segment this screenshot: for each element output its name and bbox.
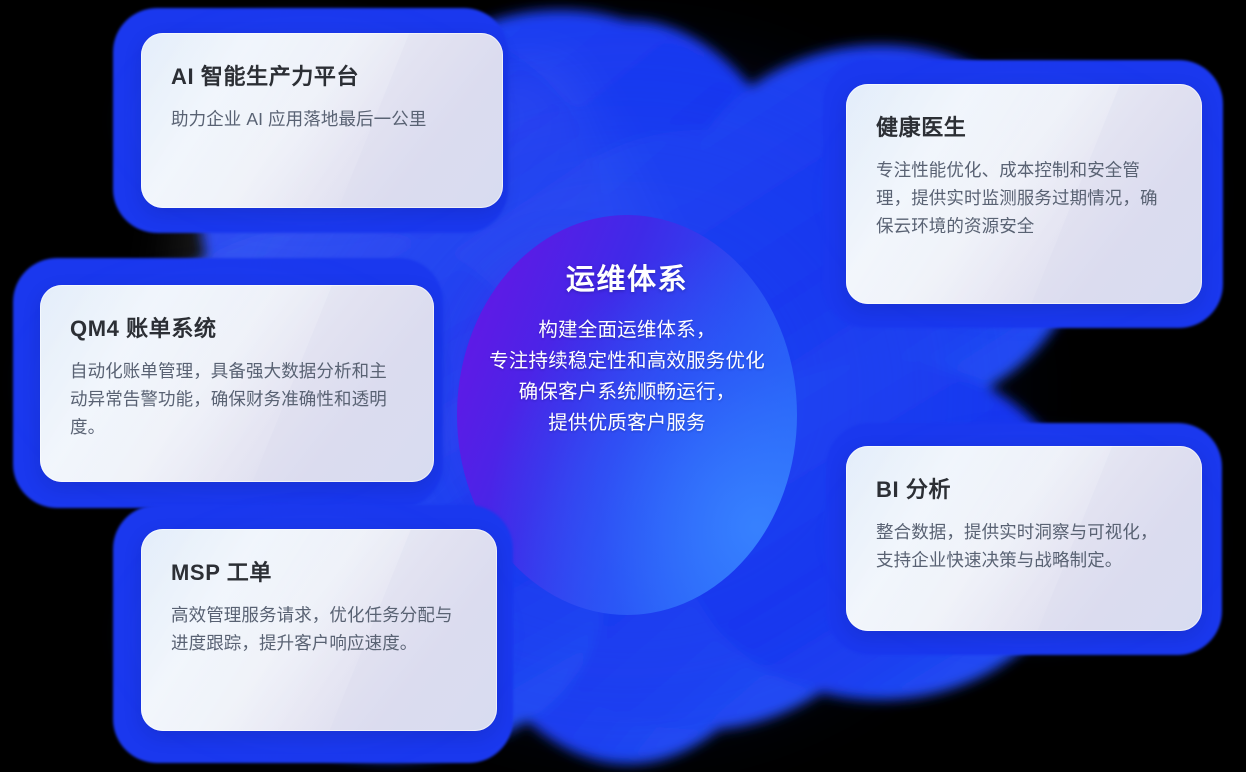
card-qm4-billing[interactable]: QM4 账单系统 自动化账单管理，具备强大数据分析和主动异常告警功能，确保财务准… [40, 285, 434, 482]
card-description-msp-ticket: 高效管理服务请求，优化任务分配与进度跟踪，提升客户响应速度。 [171, 604, 453, 653]
card-title-bi-analysis: BI 分析 [876, 477, 952, 502]
card-title-health-doctor: 健康医生 [876, 115, 967, 140]
card-description-ai-platform: 助力企业 AI 应用落地最后一公里 [171, 108, 427, 129]
card-ai-platform[interactable]: AI 智能生产力平台 助力企业 AI 应用落地最后一公里 [141, 33, 503, 208]
card-title-ai-platform: AI 智能生产力平台 [171, 64, 360, 89]
card-description-bi-analysis: 整合数据，提供实时洞察与可视化，支持企业快速决策与战略制定。 [876, 521, 1158, 570]
card-msp-ticket[interactable]: MSP 工单 高效管理服务请求，优化任务分配与进度跟踪，提升客户响应速度。 [141, 529, 497, 731]
card-description-health-doctor: 专注性能优化、成本控制和安全管理，提供实时监测服务过期情况，确保云环境的资源安全 [876, 159, 1158, 237]
core-description: 构建全面运维体系， 专注持续稳定性和高效服务优化 确保客户系统顺畅运行， 提供优… [489, 319, 765, 434]
card-health-doctor[interactable]: 健康医生 专注性能优化、成本控制和安全管理，提供实时监测服务过期情况，确保云环境… [846, 84, 1202, 304]
core-concept: 运维体系 构建全面运维体系， 专注持续稳定性和高效服务优化 确保客户系统顺畅运行… [447, 262, 807, 438]
card-bi-analysis[interactable]: BI 分析 整合数据，提供实时洞察与可视化，支持企业快速决策与战略制定。 [846, 446, 1202, 631]
core-title: 运维体系 [565, 264, 688, 296]
card-title-qm4-billing: QM4 账单系统 [70, 316, 217, 341]
card-description-qm4-billing: 自动化账单管理，具备强大数据分析和主动异常告警功能，确保财务准确性和透明度。 [70, 360, 387, 438]
card-title-msp-ticket: MSP 工单 [171, 560, 272, 585]
